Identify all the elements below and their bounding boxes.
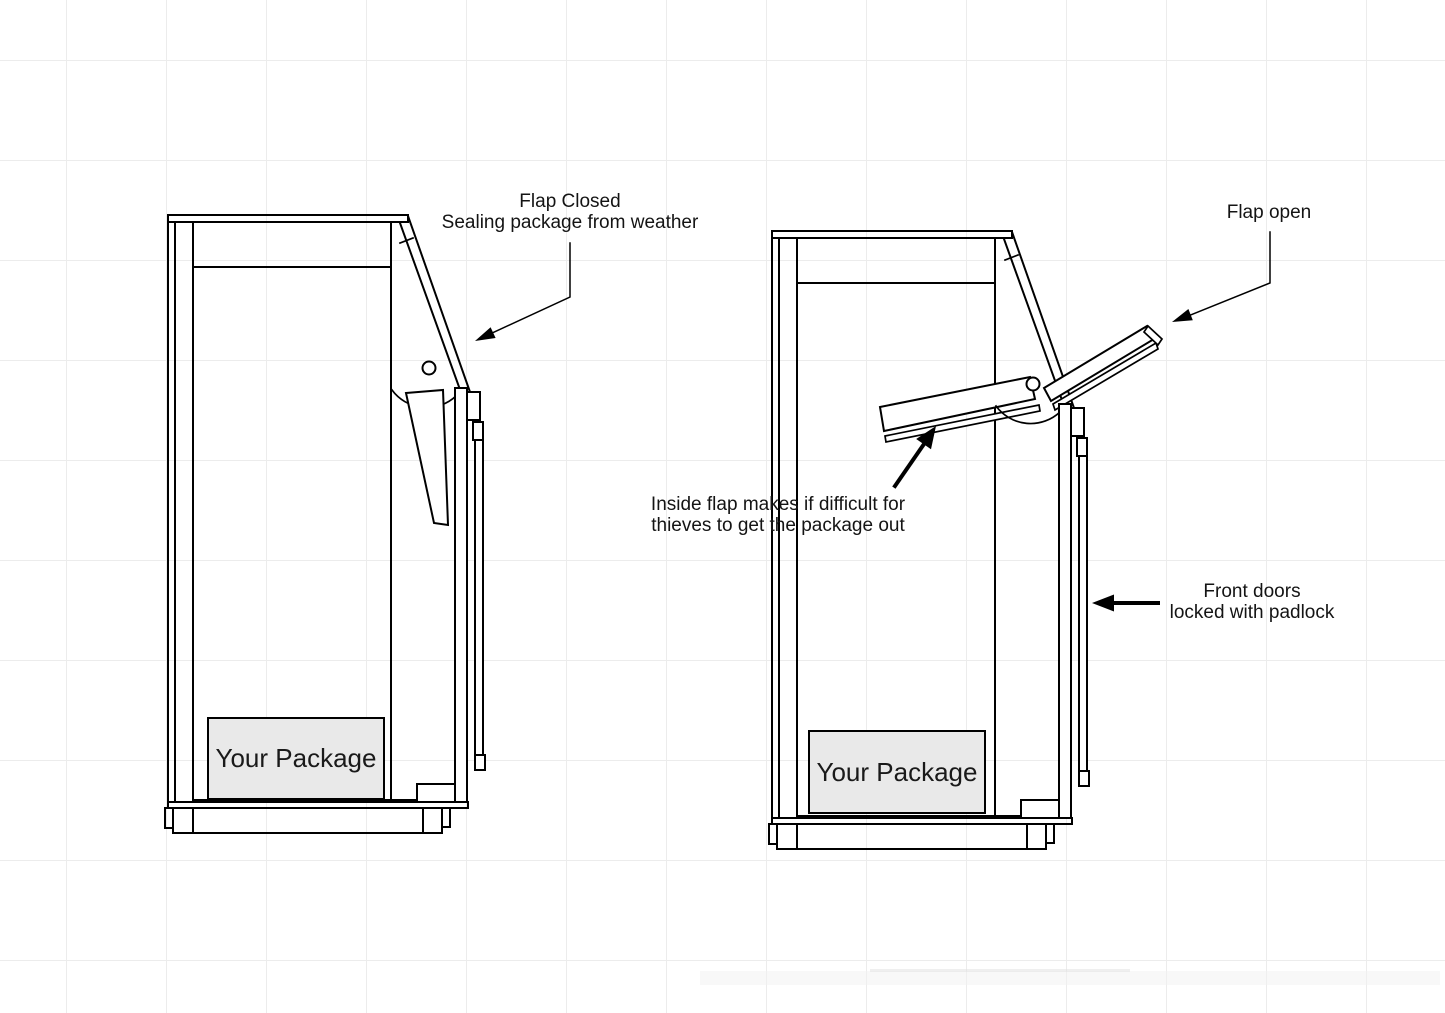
hinge-arc [994,404,1062,425]
inside-flap-annotation: Inside flap makes if difficult for thiev… [626,494,930,536]
latch-block [1020,799,1065,819]
outer-flap-strip [1051,341,1160,412]
inside-flap-open [878,375,1037,433]
plinth-lines [796,823,1028,850]
flap-closed-leader-arrow [475,242,571,341]
top-board [167,214,409,223]
base-plinth [172,807,443,834]
parcel-box-closed-drawing [164,214,486,834]
inside-flap-strip [884,403,1041,444]
package-box-right: Your Package [808,730,986,814]
latch-block [416,783,461,803]
front-doors-annotation: Front doors locked with padlock [1152,581,1352,623]
right-foot [441,807,451,828]
hinge-circle [421,360,437,376]
flap-open-annotation: Flap open [1194,202,1344,223]
inside-flap-arrow [892,426,936,489]
left-foot [164,807,174,829]
inside-flap-hanging [404,388,450,527]
left-wall [167,221,194,803]
plinth-lines [192,807,424,834]
left-wall [771,237,798,819]
open-flap-assembly [878,324,1164,444]
flap-open-leader-arrow [1172,231,1271,322]
front-doors-line1: Front doors [1203,581,1301,602]
front-door [454,387,486,803]
parcel-box-open-drawing [768,230,1164,850]
front-doors-line2: locked with padlock [1169,602,1335,623]
hinge-circle [1025,376,1041,392]
base-plinth [776,823,1047,850]
top-board [771,230,1013,239]
package-box-left: Your Package [207,717,385,800]
front-doors-arrow [1092,594,1160,612]
package-label: Your Package [215,743,377,773]
left-foot [768,823,778,845]
flap-top-notch [1003,253,1020,262]
flap-tip-lip [1142,324,1164,347]
front-door [1058,403,1090,819]
inside-flap-line1: Inside flap makes if difficult for [650,494,906,515]
bottom-smudge [700,969,1440,985]
right-foot [1045,823,1055,844]
inside-flap-line2: thieves to get the package out [651,515,905,536]
flap-closed-line2: Sealing package from weather [441,212,699,233]
flap-closed-annotation: Flap Closed Sealing package from weather [420,191,720,233]
flap-closed-line1: Flap Closed [519,191,621,212]
flap-open-label: Flap open [1226,202,1312,223]
package-label: Your Package [816,756,978,787]
outer-flap-open [1042,324,1156,403]
flap-top-notch [398,236,415,245]
